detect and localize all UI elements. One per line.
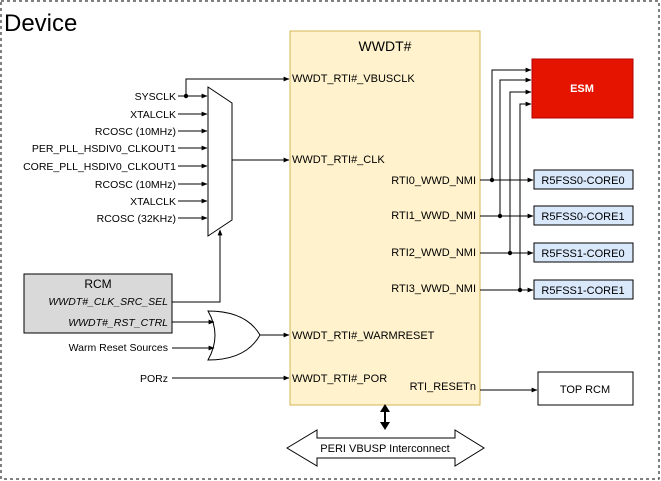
- port-rti-resetn: RTI_RESETn: [410, 381, 476, 393]
- mux-input-rcosc-32khz: RCOSC (32KHz): [97, 213, 176, 225]
- esm-block: [531, 58, 634, 119]
- rcm-clk-src-sel: WWDT#_CLK_SRC_SEL: [48, 296, 168, 308]
- top-rcm-block: [537, 371, 634, 406]
- wwdt-title: WWDT#: [359, 38, 412, 54]
- mux-input-xtalclk-1: XTALCLK: [130, 109, 176, 121]
- port-warmreset: WWDT_RTI#_WARMRESET: [292, 330, 435, 342]
- core-block-2: [533, 242, 634, 263]
- interconnect-arrow: [286, 429, 485, 467]
- core-block-1: [533, 205, 634, 226]
- port-rti3-nmi: RTI3_WWD_NMI: [391, 283, 476, 295]
- port-por: WWDT_RTI#_POR: [292, 373, 387, 385]
- warm-reset-sources: Warm Reset Sources: [69, 342, 168, 354]
- porz-label: PORz: [140, 373, 168, 385]
- mux-input-rcosc-10mhz-2: RCOSC (10MHz): [95, 179, 176, 191]
- esm-label: ESM: [570, 83, 594, 95]
- port-rti1-nmi: RTI1_WWD_NMI: [391, 210, 476, 222]
- port-clk: WWDT_RTI#_CLK: [292, 154, 385, 166]
- mux-input-core-pll: CORE_PLL_HSDIV0_CLKOUT1: [23, 161, 176, 173]
- port-vbusclk: WWDT_RTI#_VBUSCLK: [292, 73, 415, 85]
- mux-input-rcosc-10mhz-1: RCOSC (10MHz): [95, 126, 176, 138]
- core-block-3: [533, 279, 634, 300]
- core-label-0: R5FSS0-CORE0: [541, 175, 624, 187]
- rcm-block: [23, 273, 173, 334]
- rcm-title: RCM: [84, 277, 111, 291]
- top-rcm-label: TOP RCM: [560, 384, 610, 396]
- wwdt-block: [289, 30, 481, 406]
- port-rti2-nmi: RTI2_WWD_NMI: [391, 247, 476, 259]
- port-rti0-nmi: RTI0_WWD_NMI: [391, 175, 476, 187]
- mux-input-sysclk: SYSCLK: [135, 91, 176, 103]
- core-label-1: R5FSS0-CORE1: [541, 211, 624, 223]
- or-gate: [207, 310, 261, 361]
- clock-mux: [207, 86, 233, 237]
- mux-input-xtalclk-2: XTALCLK: [130, 196, 176, 208]
- core-label-3: R5FSS1-CORE1: [541, 285, 624, 297]
- core-block-0: [533, 169, 634, 190]
- mux-input-per-pll: PER_PLL_HSDIV0_CLKOUT1: [32, 143, 176, 155]
- device-label: Device: [4, 10, 77, 37]
- interconnect-label: PERI VBUSP Interconnect: [320, 443, 449, 455]
- core-label-2: R5FSS1-CORE0: [541, 248, 624, 260]
- rcm-rst-ctrl: WWDT#_RST_CTRL: [68, 317, 168, 329]
